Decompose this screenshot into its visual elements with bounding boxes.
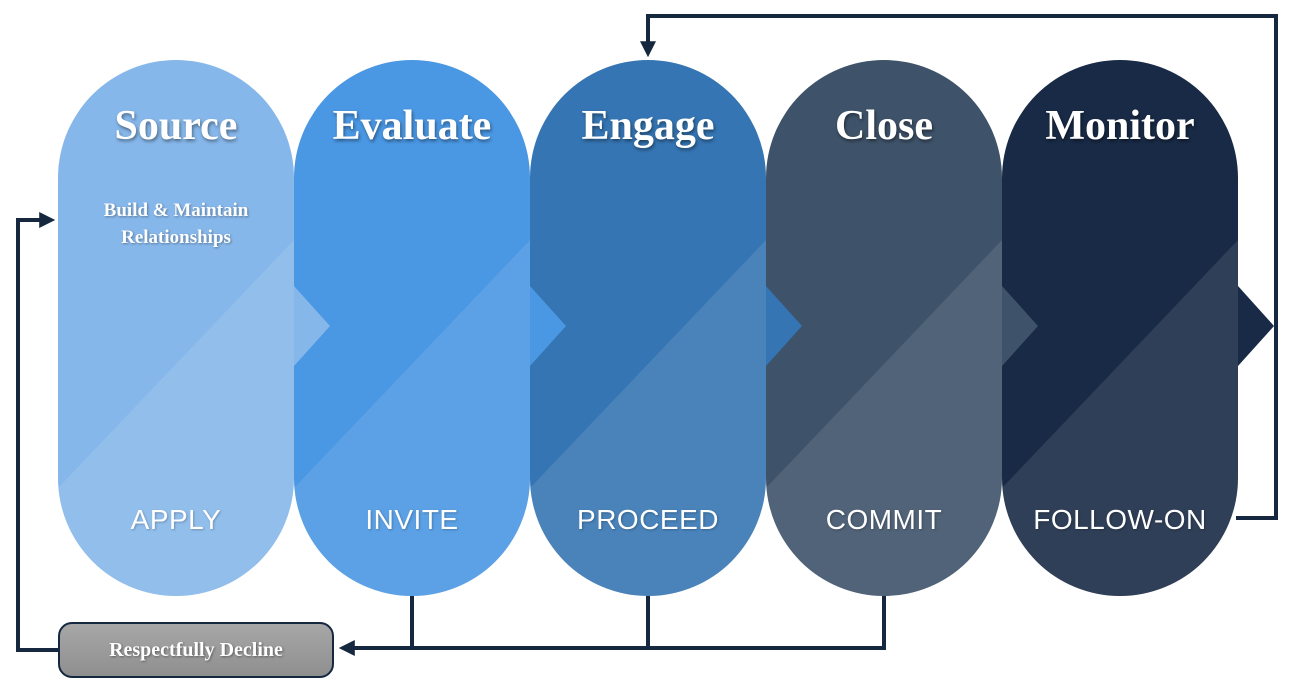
stage-pill-source [58,60,330,596]
stage-highlight-engage [530,240,766,596]
stage-shape-close [766,60,1038,596]
stage-highlight-monitor [1002,240,1238,596]
stage-title-evaluate: Evaluate [332,103,492,149]
stage-title-engage: Engage [581,103,715,149]
stage-highlight-source [58,240,294,596]
stage-shape-engage [530,60,802,596]
stage-title-close: Close [835,103,933,149]
respectfully-decline-label: Respectfully Decline [109,639,283,661]
stage-action-monitor: FOLLOW-ON [1033,504,1207,535]
stage-pill-monitor [1002,60,1274,596]
stage-pill-close [766,60,1038,596]
stage-highlight-evaluate [294,240,530,596]
stage-pill-evaluate [294,60,566,596]
stage-action-engage: PROCEED [577,504,719,535]
stage-action-evaluate: INVITE [365,504,459,535]
decline-to-source-arrow [16,212,58,652]
stage-highlight-close [766,240,1002,596]
stage-subtitle-line: Build & Maintain [103,200,249,221]
connector-lines [16,14,1278,656]
stage-title-monitor: Monitor [1045,103,1195,149]
follow-on-loop-arrow [640,14,1278,520]
stage-shape-evaluate [294,60,566,596]
stage-title-source: Source [114,103,238,149]
stage-action-close: COMMIT [825,504,943,535]
stage-action-source: APPLY [130,504,222,535]
stage-shape-source [58,60,330,596]
stage-subtitle-line: Relationships [121,227,231,248]
stage-pill-engage [530,60,802,596]
stage-shape-monitor [1002,60,1274,596]
stage-pills [58,60,1274,596]
respectfully-decline-box: Respectfully Decline [58,622,334,678]
